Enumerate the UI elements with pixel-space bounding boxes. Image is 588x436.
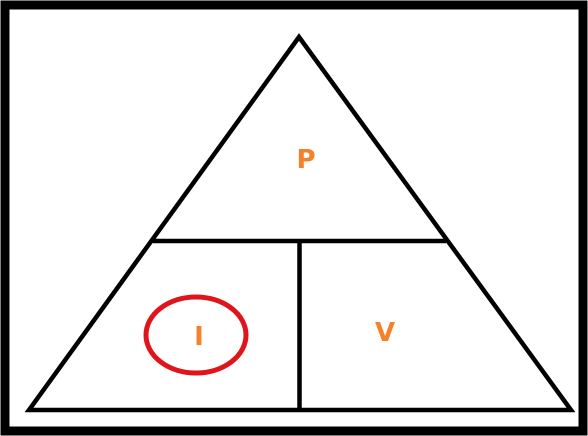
highlight-circle: [143, 294, 249, 376]
label-voltage: V: [375, 318, 395, 348]
label-power: P: [296, 145, 315, 175]
label-current: I: [194, 322, 204, 352]
